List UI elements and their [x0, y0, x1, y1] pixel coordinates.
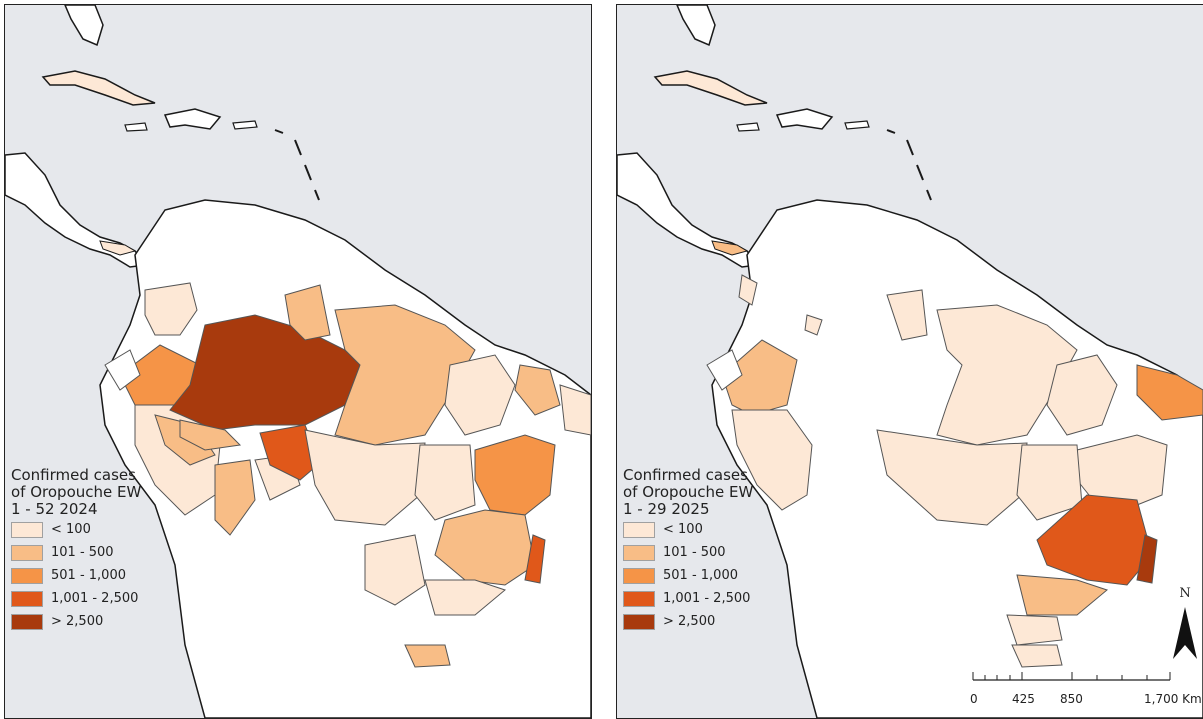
colombia-region: [144, 282, 198, 336]
jamaica: [736, 122, 760, 132]
legend-label: 501 - 1,000: [663, 568, 738, 583]
ecuador: [706, 349, 743, 391]
colombia-region: [738, 274, 758, 306]
legend-item: < 100: [11, 518, 141, 541]
maranhao: [444, 354, 516, 436]
legend-item: 101 - 500: [623, 541, 753, 564]
legend-title-line3: 1 - 29 2025: [623, 500, 710, 518]
north-label: N: [1179, 586, 1190, 601]
scale-label-0: 0: [970, 692, 978, 706]
peru-loreto: [721, 339, 798, 416]
legend-label: > 2,500: [51, 614, 104, 629]
espirito-santo: [524, 534, 546, 584]
rondonia: [259, 424, 321, 481]
cuba: [41, 70, 156, 106]
espirito-santo: [1136, 534, 1158, 584]
legend-swatch: [11, 590, 43, 607]
legend-swatch: [623, 567, 655, 584]
ecuador: [104, 349, 141, 391]
legend-label: 101 - 500: [51, 545, 114, 560]
maranhao: [1046, 354, 1118, 436]
legend-item: 501 - 1,000: [623, 564, 753, 587]
sao-paulo: [1016, 574, 1109, 616]
scale-label-850: 850: [1060, 692, 1083, 706]
legend-item: 1,001 - 2,500: [11, 587, 141, 610]
colombia-small: [804, 314, 823, 336]
florida: [676, 5, 716, 47]
panama: [99, 240, 137, 256]
puerto-rico: [232, 120, 258, 130]
legend-label: 1,001 - 2,500: [51, 591, 139, 606]
northeast-small: [559, 384, 591, 436]
legend-2024: Confirmed cases of Oropouche EW 1 - 52 2…: [11, 467, 141, 633]
lesser-antilles: [274, 129, 320, 201]
hispaniola: [163, 108, 222, 130]
roraima: [284, 284, 331, 341]
legend-label: < 100: [663, 522, 703, 537]
legend-swatch: [623, 590, 655, 607]
map-2025: [617, 5, 1203, 718]
legend-title-line2: of Oropouche EW: [11, 483, 142, 501]
hispaniola: [775, 108, 834, 130]
legend-item: < 100: [623, 518, 753, 541]
legend-swatch: [623, 613, 655, 630]
legend-item: > 2,500: [623, 610, 753, 633]
scale-label-1700: 1,700 Km: [1144, 692, 1202, 706]
santa-catarina: [1011, 644, 1063, 668]
sao-paulo: [424, 579, 507, 616]
legend-label: 1,001 - 2,500: [663, 591, 751, 606]
scale-bar: 0 425 850 1,700 Km: [970, 670, 1202, 706]
bolivia-region: [214, 459, 256, 536]
mato-grosso: [304, 429, 426, 526]
cuba: [653, 70, 768, 106]
legend-label: 101 - 500: [663, 545, 726, 560]
goias: [414, 444, 476, 521]
parana: [1006, 614, 1063, 646]
north-arrow: N: [1171, 583, 1201, 667]
legend-swatch: [11, 544, 43, 561]
roraima: [886, 289, 928, 341]
acre: [179, 419, 242, 451]
legend-item: 1,001 - 2,500: [623, 587, 753, 610]
legend-item: 101 - 500: [11, 541, 141, 564]
santa-catarina: [404, 644, 451, 668]
florida: [64, 5, 104, 47]
mato-grosso-do-sul: [364, 534, 426, 606]
legend-swatch: [623, 521, 655, 538]
map-panel-2025: Confirmed cases of Oropouche EW 1 - 29 2…: [616, 4, 1203, 719]
para: [936, 304, 1078, 446]
peru-south: [731, 409, 813, 511]
legend-swatch: [623, 544, 655, 561]
scale-bar-graphic: [972, 672, 1171, 681]
legend-item: 501 - 1,000: [11, 564, 141, 587]
north-arrow-icon: N: [1173, 586, 1197, 659]
lesser-antilles: [886, 129, 932, 201]
ceara-pernambuco: [1136, 364, 1203, 421]
mato-grosso: [876, 429, 1028, 526]
ceara: [514, 364, 561, 416]
map-panel-2024: Confirmed cases of Oropouche EW 1 - 52 2…: [4, 4, 592, 719]
legend-swatch: [11, 567, 43, 584]
bahia: [474, 434, 556, 516]
legend-2025: Confirmed cases of Oropouche EW 1 - 29 2…: [623, 467, 753, 633]
legend-item: > 2,500: [11, 610, 141, 633]
legend-title-line1: Confirmed cases: [623, 466, 748, 484]
legend-title-line1: Confirmed cases: [11, 466, 136, 484]
legend-title-line2: of Oropouche EW: [623, 483, 754, 501]
legend-title-line3: 1 - 52 2024: [11, 500, 98, 518]
puerto-rico: [844, 120, 870, 130]
goias: [1016, 444, 1083, 521]
para: [334, 304, 476, 446]
legend-label: < 100: [51, 522, 91, 537]
legend-swatch: [11, 613, 43, 630]
panama: [711, 240, 749, 256]
scale-label-425: 425: [1012, 692, 1035, 706]
minas-gerais: [434, 509, 536, 586]
legend-label: 501 - 1,000: [51, 568, 126, 583]
jamaica: [124, 122, 148, 132]
legend-swatch: [11, 521, 43, 538]
legend-label: > 2,500: [663, 614, 716, 629]
map-2024: [5, 5, 591, 718]
